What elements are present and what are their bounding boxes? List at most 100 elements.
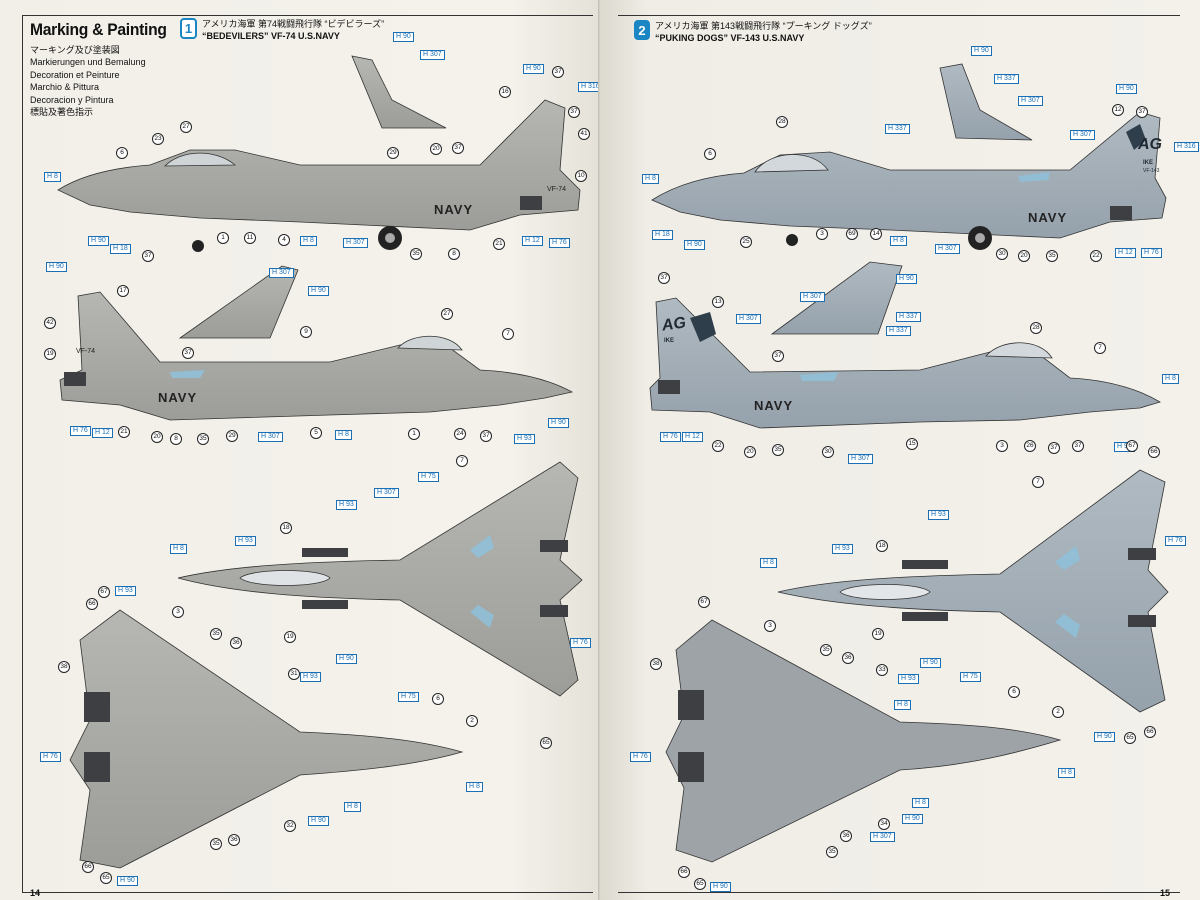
canopy xyxy=(397,335,463,351)
decal-number: 18 xyxy=(280,522,292,534)
navy-marking: NAVY xyxy=(434,202,474,217)
color-callout: H 18 xyxy=(110,244,131,254)
color-callout: H 75 xyxy=(418,472,439,482)
decal-number: 34 xyxy=(878,818,890,830)
color-callout: H 90 xyxy=(896,274,917,284)
decal-number: 22 xyxy=(1090,250,1102,262)
decal-number: 67 xyxy=(1126,440,1138,452)
color-callout: H 337 xyxy=(896,312,921,322)
color-callout: H 76 xyxy=(549,238,570,248)
decal-number: 7 xyxy=(1032,476,1044,488)
color-callout: H 337 xyxy=(994,74,1019,84)
decal-number: 7 xyxy=(502,328,514,340)
decal-number: 37 xyxy=(452,142,464,154)
decal-number: 37 xyxy=(658,272,670,284)
color-callout: H 307 xyxy=(1018,96,1043,106)
decal-number: 10 xyxy=(575,170,587,182)
squadron-name: “BEDEVILERS” xyxy=(202,31,269,41)
vf74-aircraft-drawings xyxy=(57,55,583,869)
decal-number: 13 xyxy=(712,296,724,308)
color-callout: H 18 xyxy=(652,230,673,240)
decal-number: 35 xyxy=(826,846,838,858)
decal-number: 24 xyxy=(454,428,466,440)
ship-marking: IKE xyxy=(664,338,675,344)
decal-number: 37 xyxy=(1048,442,1060,454)
decal-number: 15 xyxy=(906,438,918,450)
language-title: 標貼及著色指示 xyxy=(30,107,94,118)
decal-number: 1 xyxy=(408,428,420,440)
color-callout: H 93 xyxy=(336,500,357,510)
side-profile-right-view xyxy=(59,291,574,421)
decal-number: 29 xyxy=(387,147,399,159)
decal-number: 31 xyxy=(288,668,300,680)
color-callout: H 8 xyxy=(1058,768,1075,778)
color-callout: H 90 xyxy=(684,240,705,250)
language-titles: マーキング及び塗装図 Markierungen und Bemalung Dec… xyxy=(30,44,146,118)
decal-number: 22 xyxy=(712,440,724,452)
decal-number: 23 xyxy=(152,133,164,145)
decal-number: 69 xyxy=(846,228,858,240)
squadron-name: “PUKING DOGS” xyxy=(655,33,729,43)
decal-number: 3 xyxy=(764,620,776,632)
page-frame xyxy=(618,15,1180,893)
color-callout: H 90 xyxy=(902,814,923,824)
color-callout: H 337 xyxy=(886,326,911,336)
decal-number: 9 xyxy=(300,326,312,338)
decal-number: 20 xyxy=(744,446,756,458)
scheme-title-jp: アメリカ海軍 第74戦闘飛行隊 “ビデビラーズ” xyxy=(202,19,385,29)
decal-number: 37 xyxy=(568,106,580,118)
decal-number: 66 xyxy=(82,861,94,873)
color-callout: H 76 xyxy=(70,426,91,436)
decal-number: 27 xyxy=(180,121,192,133)
decal-number: 65 xyxy=(694,878,706,890)
decal-number: 3 xyxy=(172,606,184,618)
color-callout: H 8 xyxy=(335,430,352,440)
color-callout: H 307 xyxy=(374,488,399,498)
color-callout: H 90 xyxy=(308,286,329,296)
color-callout: H 307 xyxy=(420,50,445,60)
color-callout: H 307 xyxy=(1070,130,1095,140)
bottom-view xyxy=(665,619,1062,863)
decal-number: 37 xyxy=(182,347,194,359)
decal-number: 27 xyxy=(441,308,453,320)
color-callout: H 307 xyxy=(343,238,368,248)
decal-number: 11 xyxy=(244,232,256,244)
color-callout: H 75 xyxy=(398,692,419,702)
decal-number: 21 xyxy=(118,426,130,438)
decal-number: 37 xyxy=(1072,440,1084,452)
decal-number: 37 xyxy=(772,350,784,362)
decal-number: 36 xyxy=(228,834,240,846)
color-callout: H 8 xyxy=(1162,374,1179,384)
decal-number: 37 xyxy=(1136,106,1148,118)
color-callout: H 307 xyxy=(258,432,283,442)
color-callout: H 307 xyxy=(848,454,873,464)
color-callout: H 93 xyxy=(300,672,321,682)
color-callout: H 93 xyxy=(832,544,853,554)
decal-number: 42 xyxy=(44,317,56,329)
decal-number: 6 xyxy=(432,693,444,705)
color-callout: H 90 xyxy=(393,32,414,42)
color-callout: H 90 xyxy=(88,236,109,246)
color-callout: H 8 xyxy=(300,236,317,246)
page-number: 14 xyxy=(30,888,41,898)
decal-number: 66 xyxy=(1144,726,1156,738)
scheme-1-header: 1 アメリカ海軍 第74戦闘飛行隊 “ビデビラーズ” “BEDEVILERS” … xyxy=(180,18,384,42)
color-callout: H 76 xyxy=(570,638,591,648)
color-callout: H 90 xyxy=(710,882,731,892)
color-callout: H 76 xyxy=(660,432,681,442)
color-callout: H 76 xyxy=(1165,536,1186,546)
decal-number: 1 xyxy=(217,232,229,244)
scheme-2-header: 2 アメリカ海軍 第143戦闘飛行隊 “プーキング ドッグズ” “PUKING … xyxy=(634,20,872,44)
color-callout: H 90 xyxy=(548,418,569,428)
decal-number: 65 xyxy=(1124,732,1136,744)
color-callout: H 90 xyxy=(971,46,992,56)
decal-number: 65 xyxy=(100,872,112,884)
color-callout: H 75 xyxy=(960,672,981,682)
decal-number: 36 xyxy=(842,652,854,664)
page-number: 15 xyxy=(1160,888,1171,898)
navy-marking: NAVY xyxy=(754,398,794,413)
decal-number: 66 xyxy=(1148,446,1160,458)
color-callout: H 90 xyxy=(1094,732,1115,742)
color-callout: H 90 xyxy=(308,816,329,826)
decal-number: 7 xyxy=(1094,342,1106,354)
